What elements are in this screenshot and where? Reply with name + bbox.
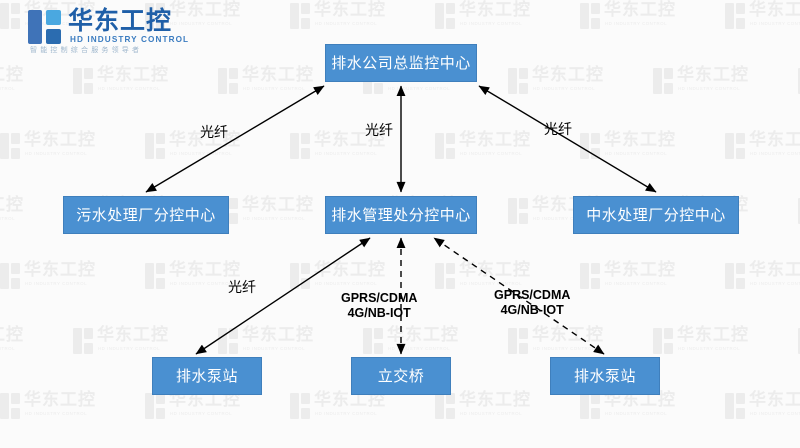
- link-label-network-center: GPRS/CDMA 4G/NB-IOT: [341, 291, 417, 321]
- logo-block-tall-icon: [28, 10, 42, 44]
- node-drainage-bureau-subcenter[interactable]: 排水管理处分控中心: [325, 196, 477, 234]
- logo-name-cn: 华东工控: [68, 6, 173, 35]
- node-main-monitoring-center[interactable]: 排水公司总监控中心: [325, 44, 477, 82]
- link-label-network-right-line1: GPRS/CDMA: [494, 288, 571, 302]
- logo-name-en: HD INDUSTRY CONTROL: [70, 35, 190, 44]
- link-mid-center-to-bottom-right: [433, 237, 605, 355]
- link-top-to-mid-left: [145, 85, 325, 193]
- logo-tagline: 智能控制综合服务领导者: [30, 46, 143, 54]
- link-label-fiber-bottom: 光纤: [228, 280, 256, 296]
- link-label-fiber-right: 光纤: [544, 122, 572, 138]
- node-sewage-plant-subcenter[interactable]: 污水处理厂分控中心: [63, 196, 229, 234]
- link-label-network-right-line2: 4G/NB-IOT: [500, 303, 564, 317]
- node-pump-station-right[interactable]: 排水泵站: [550, 357, 660, 395]
- link-top-to-mid-right: [478, 85, 657, 193]
- node-overpass[interactable]: 立交桥: [351, 357, 451, 395]
- link-label-network-right: GPRS/CDMA 4G/NB-IOT: [494, 288, 570, 318]
- link-label-network-center-line2: 4G/NB-IOT: [347, 306, 411, 320]
- node-pump-station-left[interactable]: 排水泵站: [152, 357, 262, 395]
- company-logo: 华东工控 HD INDUSTRY CONTROL 智能控制综合服务领导者: [22, 6, 202, 54]
- link-label-fiber-left: 光纤: [200, 125, 228, 141]
- link-label-network-center-line1: GPRS/CDMA: [341, 291, 418, 305]
- logo-block-bottom-icon: [46, 29, 61, 44]
- link-label-fiber-center: 光纤: [365, 123, 393, 139]
- node-reclaimed-water-plant-subcenter[interactable]: 中水处理厂分控中心: [573, 196, 739, 234]
- logo-block-top-icon: [46, 10, 61, 25]
